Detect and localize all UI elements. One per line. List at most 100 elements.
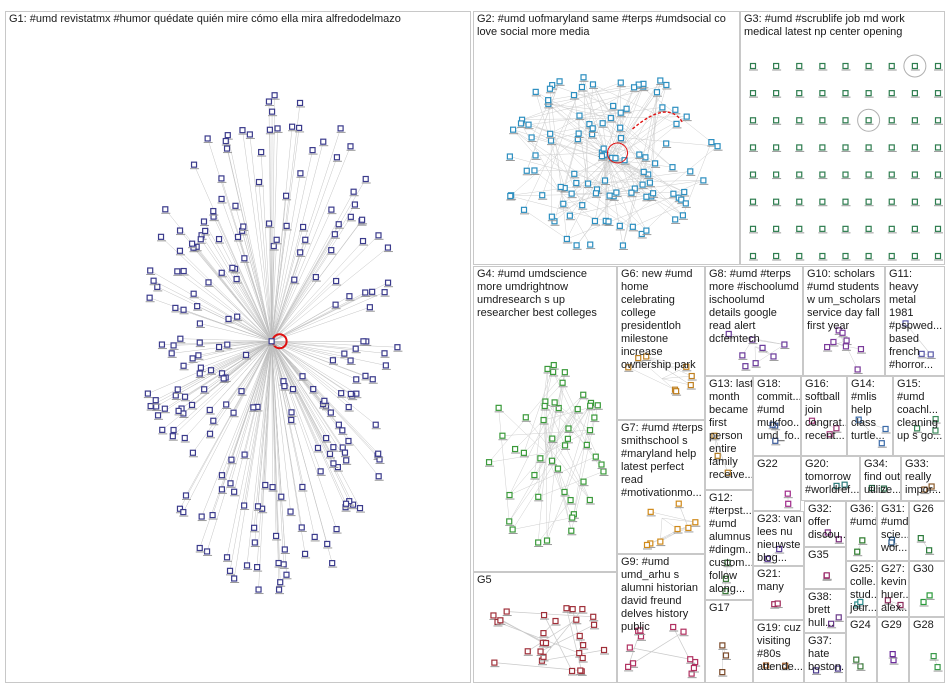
node-g4-5[interactable] [568, 527, 575, 534]
node-g8-2[interactable] [739, 352, 746, 359]
node-g2-57[interactable] [683, 113, 690, 120]
node-g1-171[interactable] [157, 233, 165, 240]
node-g19-0[interactable] [762, 662, 770, 669]
node-g1-185[interactable] [317, 468, 324, 475]
node-g1-38[interactable] [375, 232, 382, 239]
node-g1-29[interactable] [223, 145, 231, 152]
node-g1-86[interactable] [158, 341, 166, 348]
node-g1-191[interactable] [198, 513, 205, 520]
node-g29-1[interactable] [889, 650, 896, 658]
node-g2-10[interactable] [663, 140, 670, 147]
node-g38-1[interactable] [828, 620, 835, 627]
node-g2-12[interactable] [600, 145, 607, 152]
group-panel-g4[interactable]: G4: #umd umdscience more umdrightnow umd… [473, 266, 617, 572]
node-g1-207[interactable] [382, 362, 389, 369]
node-g4-17[interactable] [537, 455, 544, 462]
node-g1-104[interactable] [311, 533, 318, 541]
node-g5-21[interactable] [537, 648, 544, 655]
node-g10-2[interactable] [842, 343, 850, 350]
node-g4-43[interactable] [565, 425, 572, 432]
node-g12-2[interactable] [724, 559, 731, 566]
node-g1-114[interactable] [250, 404, 257, 411]
node-g2-86[interactable] [546, 85, 554, 92]
node-g5-7[interactable] [497, 617, 504, 624]
node-g2-102[interactable] [669, 164, 676, 171]
node-g3-34[interactable] [911, 144, 918, 151]
node-g1-16[interactable] [329, 560, 336, 567]
node-g1-36[interactable] [254, 564, 261, 571]
node-g1-62[interactable] [345, 403, 352, 411]
node-g1-77[interactable] [369, 376, 376, 383]
node-g1-186[interactable] [330, 444, 337, 451]
node-g1-11[interactable] [384, 244, 392, 251]
node-g2-27[interactable] [510, 126, 517, 133]
node-g5-26[interactable] [569, 606, 576, 613]
node-g8-7[interactable] [749, 336, 756, 343]
node-g3-8[interactable] [934, 62, 942, 70]
node-g24-1[interactable] [853, 656, 860, 663]
node-g3-45[interactable] [749, 198, 757, 205]
node-g4-45[interactable] [506, 491, 513, 499]
node-g8-5[interactable] [725, 330, 732, 338]
node-g13-0[interactable] [714, 452, 721, 459]
node-g4-37[interactable] [522, 414, 529, 421]
group-panel-g1[interactable]: G1: #umd revistatmx #humor quédate quién… [5, 11, 471, 683]
node-g1-154[interactable] [309, 147, 316, 154]
node-g2-2[interactable] [573, 242, 580, 249]
node-g38-0[interactable] [835, 614, 842, 621]
node-g1-43[interactable] [224, 132, 231, 139]
node-g1-165[interactable] [335, 421, 342, 428]
node-g2-66[interactable] [646, 179, 654, 186]
node-g2-94[interactable] [532, 152, 539, 159]
node-g20-0[interactable] [833, 482, 840, 489]
node-g3-50[interactable] [865, 198, 872, 205]
node-g3-64[interactable] [773, 252, 780, 260]
node-g1-204[interactable] [255, 178, 263, 186]
node-g3-67[interactable] [842, 252, 849, 260]
node-g13-2[interactable] [724, 469, 731, 476]
node-g1-156[interactable] [207, 367, 215, 374]
node-g2-84[interactable] [619, 242, 627, 249]
node-g24-0[interactable] [857, 663, 864, 670]
node-g14-2[interactable] [882, 425, 889, 433]
node-g2-45[interactable] [681, 188, 688, 196]
node-g14-0[interactable] [878, 440, 885, 447]
node-g9-4[interactable] [687, 656, 694, 663]
node-g1-69[interactable] [381, 350, 388, 357]
node-g1-119[interactable] [238, 388, 245, 395]
node-g1-148[interactable] [154, 412, 162, 419]
node-g3-30[interactable] [819, 144, 826, 151]
node-g1-192[interactable] [196, 370, 203, 377]
node-g3-23[interactable] [865, 117, 872, 124]
node-g1-157[interactable] [189, 355, 196, 362]
group-panel-g33[interactable]: G33: really impor... [901, 456, 945, 501]
node-g10-7[interactable] [839, 329, 846, 336]
node-g1-65[interactable] [280, 378, 287, 385]
node-g1-89[interactable] [190, 161, 198, 168]
node-g3-6[interactable] [888, 62, 895, 70]
node-g2-104[interactable] [659, 104, 666, 111]
node-g8-1[interactable] [781, 341, 788, 348]
group-panel-g8[interactable]: G8: #umd #terps more #ischoolumd ischool… [705, 266, 803, 376]
node-g1-131[interactable] [162, 206, 169, 213]
group-panel-g19[interactable]: G19: cuz visiting #80s attende... [753, 620, 804, 683]
node-g18-2[interactable] [769, 421, 776, 428]
node-g2-68[interactable] [679, 212, 687, 219]
node-g34-0[interactable] [880, 485, 888, 492]
node-g2-64[interactable] [617, 109, 624, 116]
node-g2-70[interactable] [523, 167, 530, 174]
node-g6-0[interactable] [687, 381, 694, 389]
node-g1-142[interactable] [320, 138, 327, 145]
node-g21-1[interactable] [774, 600, 781, 607]
node-g5-1[interactable] [490, 612, 497, 619]
node-g3-55[interactable] [773, 225, 780, 232]
node-g4-29[interactable] [561, 442, 569, 449]
group-panel-g11[interactable]: G11: heavy metal 1981 #pspwed... based f… [885, 266, 945, 376]
node-g2-36[interactable] [568, 190, 575, 197]
node-g1-53[interactable] [239, 127, 246, 134]
node-g2-67[interactable] [617, 124, 624, 131]
node-g7-6[interactable] [657, 538, 664, 545]
node-g3-65[interactable] [796, 252, 803, 260]
node-g10-3[interactable] [830, 338, 837, 346]
group-panel-g31[interactable]: G31: #umd scie... wor... [877, 501, 909, 561]
